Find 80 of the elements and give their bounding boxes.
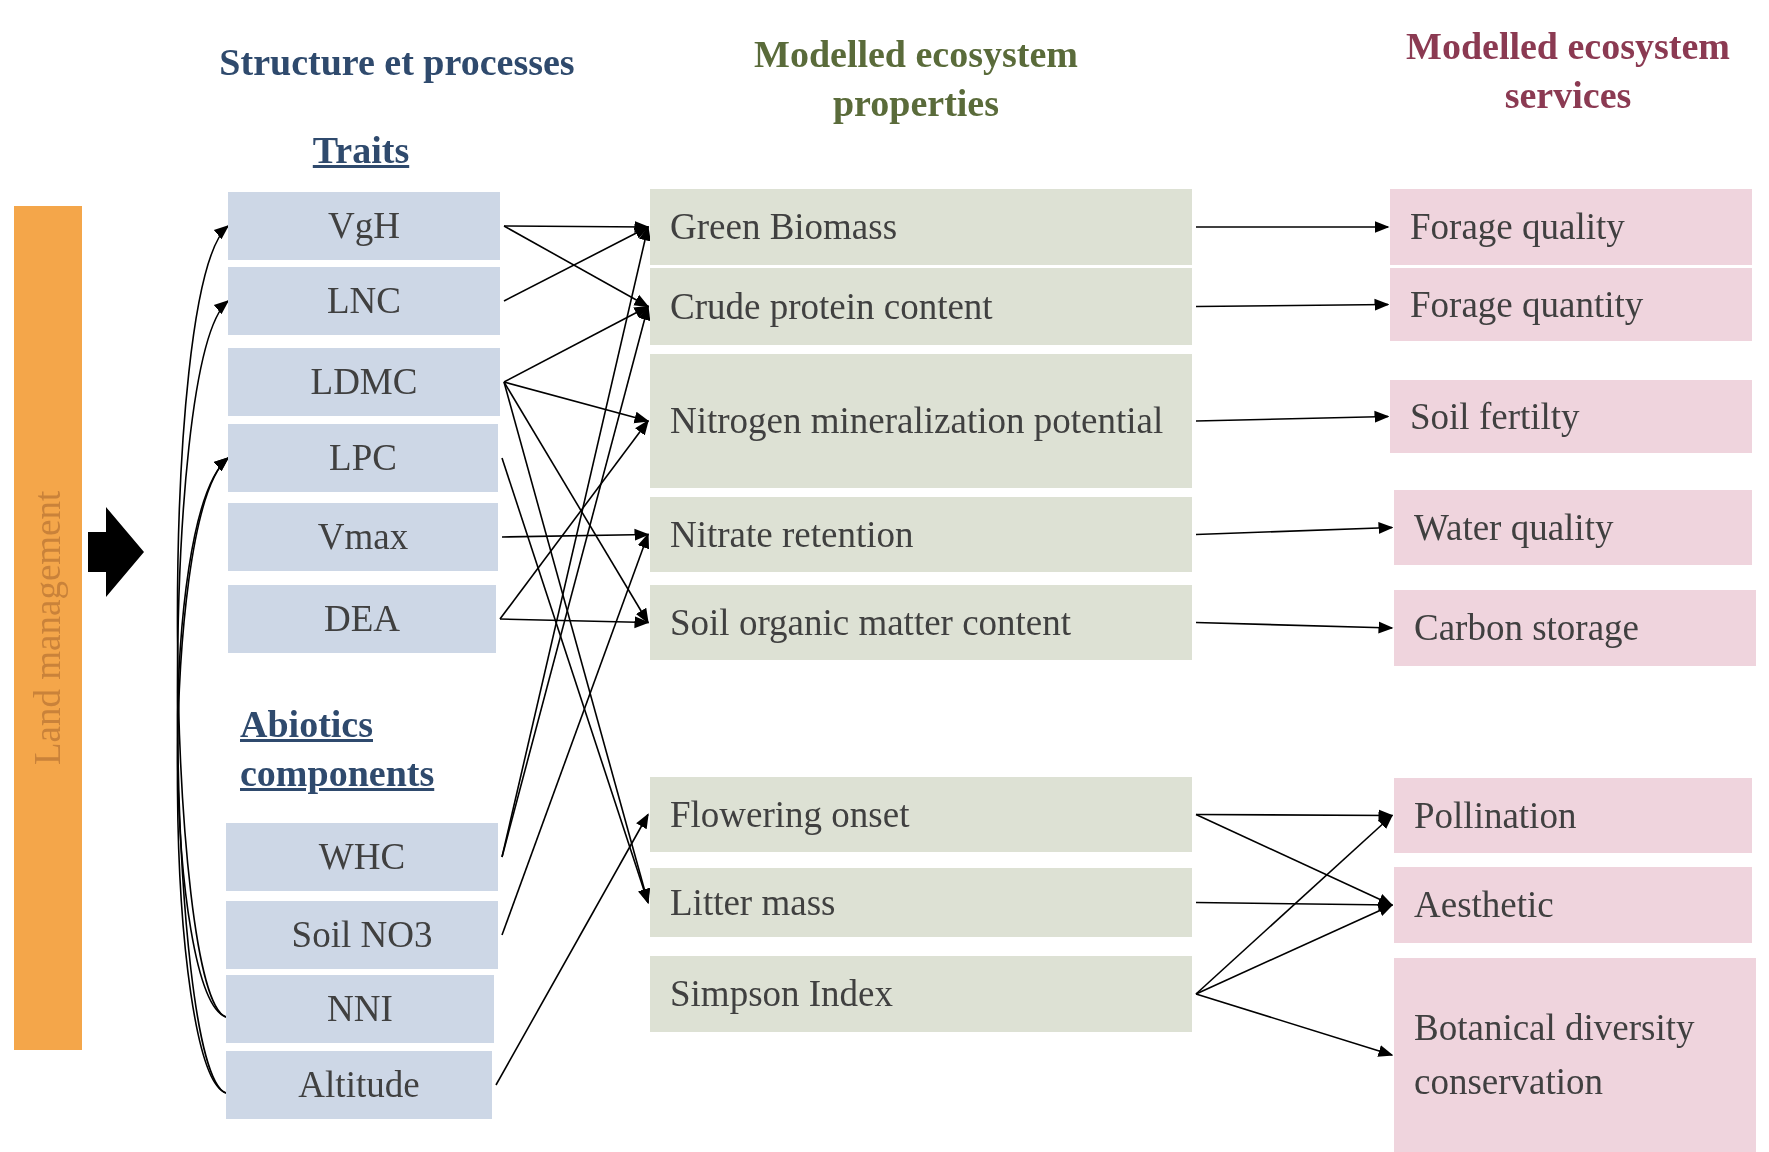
box-label: LPC xyxy=(329,436,397,481)
arrow xyxy=(501,457,650,904)
box-label: Nitrogen mineralization potential xyxy=(670,399,1164,444)
box-label: WHC xyxy=(318,835,406,880)
block-arrow xyxy=(88,507,144,598)
vertical-band xyxy=(14,206,82,1050)
box-label: Altitude xyxy=(298,1063,420,1108)
arrow xyxy=(1195,522,1394,536)
box-label: Botanical diversity conservation xyxy=(1414,1006,1696,1104)
box-label: NNI xyxy=(327,987,393,1032)
column-heading: Modelled ecosystem properties xyxy=(753,32,1079,127)
arrow xyxy=(1195,898,1394,911)
section-heading: Abiotics components xyxy=(240,702,436,797)
box-label: Litter mass xyxy=(670,880,836,925)
arrow xyxy=(1195,904,1394,995)
text-box xyxy=(226,975,494,1043)
section-heading: Traits xyxy=(311,128,411,173)
text-box xyxy=(226,901,498,969)
arrow xyxy=(503,305,650,383)
arrow xyxy=(1195,298,1390,311)
arrow xyxy=(501,533,649,936)
box-label: Simpson Index xyxy=(670,972,894,1017)
text-box xyxy=(226,1051,492,1119)
column-heading: Modelled ecosystem services xyxy=(1405,24,1731,119)
box-label: Flowering onset xyxy=(670,792,910,837)
box-label: Green Biomass xyxy=(670,205,898,250)
text-box xyxy=(650,868,1192,937)
box-label: Soil organic matter content xyxy=(670,600,1072,645)
text-box xyxy=(228,585,496,653)
box-label: Water quality xyxy=(1414,505,1614,550)
text-box xyxy=(1390,189,1752,265)
arrow xyxy=(1195,621,1394,634)
box-label: Aesthetic xyxy=(1414,883,1554,928)
text-box xyxy=(228,192,500,260)
arrow xyxy=(495,813,649,1086)
box-label: Soil NO3 xyxy=(291,913,433,958)
arrow xyxy=(1195,993,1394,1057)
text-box xyxy=(1394,778,1752,853)
arrow xyxy=(1195,809,1394,822)
text-box xyxy=(1394,958,1756,1152)
box-label: Carbon storage xyxy=(1414,606,1640,651)
column-heading: Structure et processes xyxy=(218,40,576,85)
arrow xyxy=(1195,813,1394,906)
text-box xyxy=(226,823,498,891)
text-box xyxy=(650,189,1192,265)
text-box xyxy=(1390,268,1752,341)
box-label: Forage quantity xyxy=(1410,282,1644,327)
text-box xyxy=(1394,490,1752,565)
text-box xyxy=(650,497,1192,572)
box-label: LDMC xyxy=(310,360,418,405)
arrow xyxy=(499,616,650,629)
box-label: Nitrate retention xyxy=(670,512,914,557)
text-box xyxy=(650,585,1192,660)
text-box xyxy=(650,777,1192,852)
text-box xyxy=(650,268,1192,345)
arrow xyxy=(1195,814,1394,995)
arrow xyxy=(1195,410,1390,423)
box-label: Forage quality xyxy=(1410,205,1625,250)
arrow xyxy=(1195,221,1390,233)
text-box xyxy=(650,956,1192,1032)
box-label: DEA xyxy=(323,597,400,642)
arrow xyxy=(503,381,649,624)
box-label: Crude protein content xyxy=(670,284,993,329)
arrow xyxy=(503,220,650,233)
box-label: Soil fertilty xyxy=(1410,394,1580,439)
text-box xyxy=(228,503,498,571)
text-box xyxy=(228,424,498,492)
box-label: Vmax xyxy=(317,515,409,560)
text-box xyxy=(650,354,1192,488)
text-box xyxy=(228,267,500,335)
arrow xyxy=(501,528,650,541)
box-label: VgH xyxy=(328,204,400,249)
arrow xyxy=(503,381,650,424)
arrow xyxy=(499,419,649,620)
text-box xyxy=(228,348,500,416)
box-label: LNC xyxy=(327,279,401,324)
box-label: Pollination xyxy=(1414,793,1577,838)
text-box xyxy=(1390,380,1752,453)
text-box xyxy=(1394,590,1756,666)
text-box xyxy=(1394,867,1752,943)
